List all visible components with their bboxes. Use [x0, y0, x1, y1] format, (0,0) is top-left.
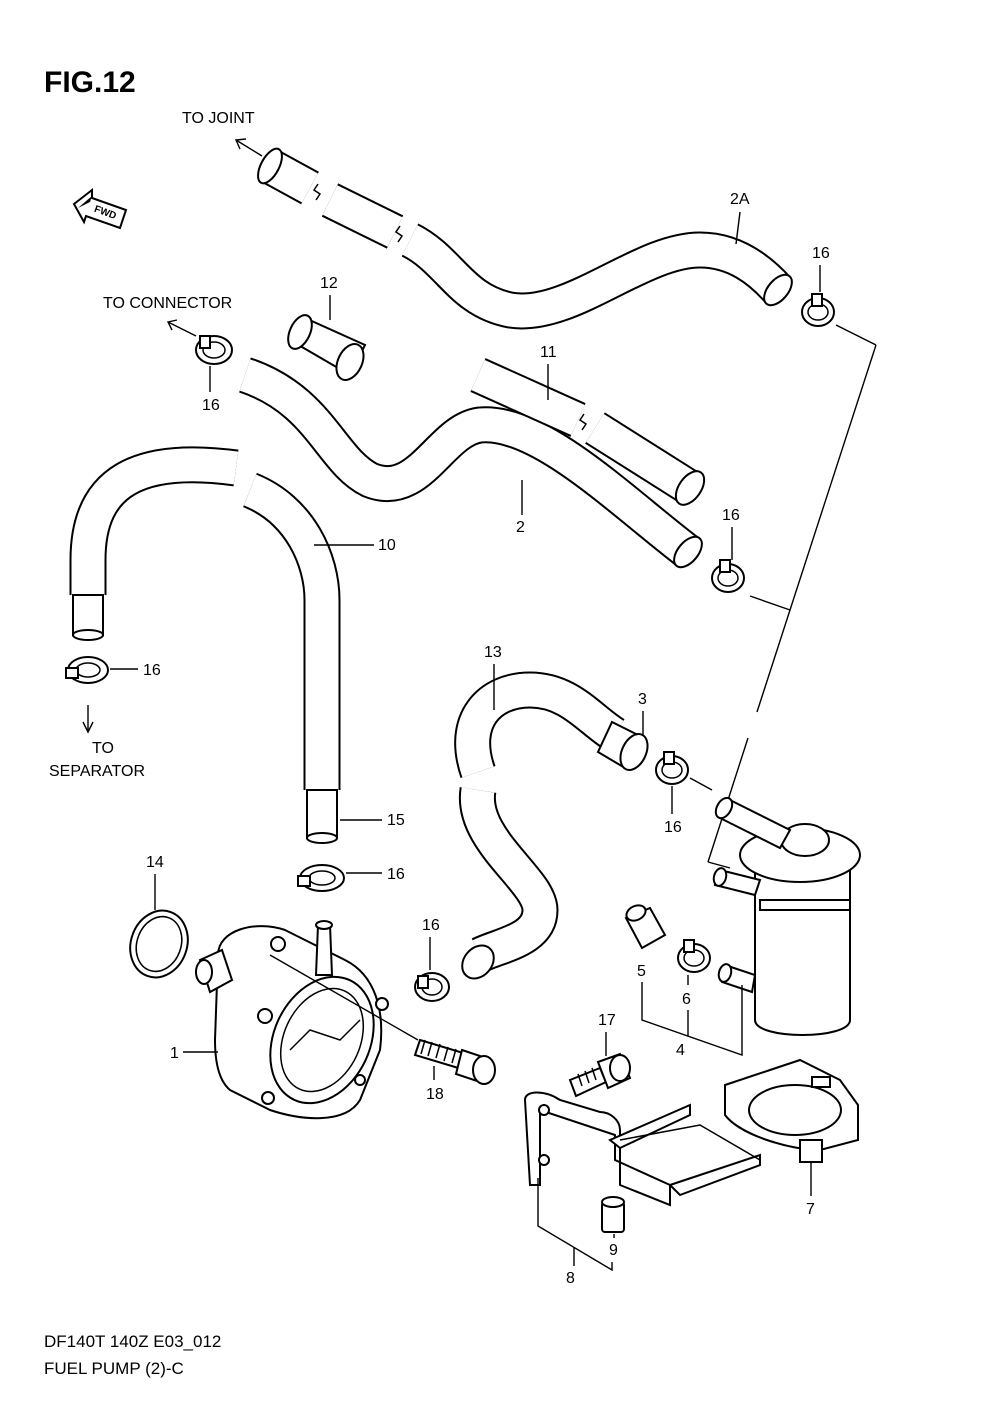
hose-10-left — [69, 446, 239, 641]
part-label-7: 7 — [806, 1201, 815, 1218]
part-label-5: 5 — [637, 963, 646, 980]
part-label-10: 10 — [378, 537, 396, 554]
bolt-18 — [413, 1038, 496, 1085]
part-label-12: 12 — [320, 275, 338, 292]
to-joint-arrow-icon — [234, 138, 263, 157]
hose-2a — [257, 147, 793, 330]
hose-2 — [238, 357, 703, 569]
part-label-17: 17 — [598, 1012, 616, 1029]
fitting-5 — [624, 904, 667, 950]
part-label-15: 15 — [387, 812, 405, 829]
hose-clamp-16g — [414, 972, 450, 1002]
separator-bracket-7 — [724, 1058, 859, 1163]
part-label-14: 14 — [146, 854, 164, 871]
footer-model-code: DF140T 140Z E03_012 — [44, 1332, 221, 1351]
o-ring-14 — [129, 909, 189, 979]
to-separator-arrow-icon — [82, 705, 94, 734]
collar-9 — [601, 1196, 625, 1233]
figure-title: FIG.12 — [44, 66, 136, 99]
part-label-16a: 16 — [202, 397, 220, 414]
to-joint-label: TO JOINT — [182, 110, 255, 127]
bolt-17 — [568, 1052, 632, 1098]
part-label-11: 11 — [540, 344, 557, 361]
part-label-2a: 2A — [730, 191, 750, 208]
part-label-16g: 16 — [422, 917, 440, 934]
footer-page-title: FUEL PUMP (2)-C — [44, 1359, 184, 1378]
part-label-3: 3 — [638, 691, 647, 708]
part-label-16e: 16 — [387, 866, 405, 883]
fwd-arrow-icon: FWD — [72, 187, 128, 230]
hose-clamp-16d — [65, 656, 109, 684]
separator-label: SEPARATOR — [49, 763, 145, 780]
to-label: TO — [92, 740, 114, 757]
hose-clamp-6 — [677, 939, 711, 973]
part-label-16d: 16 — [143, 662, 161, 679]
tube-12 — [287, 314, 367, 381]
hose-10-right — [242, 472, 341, 844]
hose-clamp-16e — [297, 864, 345, 892]
part-label-16b: 16 — [812, 245, 830, 262]
part-label-4: 4 — [676, 1042, 685, 1059]
hose-clamp-16b — [801, 293, 835, 327]
part-label-16f: 16 — [664, 819, 682, 836]
part-label-6: 6 — [682, 991, 691, 1008]
hose-clamp-16f — [655, 751, 689, 785]
fuel-pump-1 — [195, 920, 389, 1120]
hose-clamp-16c — [711, 559, 745, 593]
hose-clamp-16a — [195, 335, 233, 365]
part-label-1: 1 — [170, 1045, 179, 1062]
part-label-16c: 16 — [722, 507, 740, 524]
hose-11 — [470, 358, 706, 506]
part-label-8: 8 — [566, 1270, 575, 1287]
to-connector-label: TO CONNECTOR — [103, 295, 232, 312]
part-label-9: 9 — [609, 1242, 618, 1259]
hose-13 — [454, 671, 649, 980]
mounting-bracket-8 — [523, 1091, 761, 1207]
part-label-18: 18 — [426, 1086, 444, 1103]
part-label-2: 2 — [516, 519, 525, 536]
fuel-separator — [712, 796, 861, 1036]
part-label-13: 13 — [484, 644, 502, 661]
to-connector-arrow-icon — [166, 319, 197, 337]
